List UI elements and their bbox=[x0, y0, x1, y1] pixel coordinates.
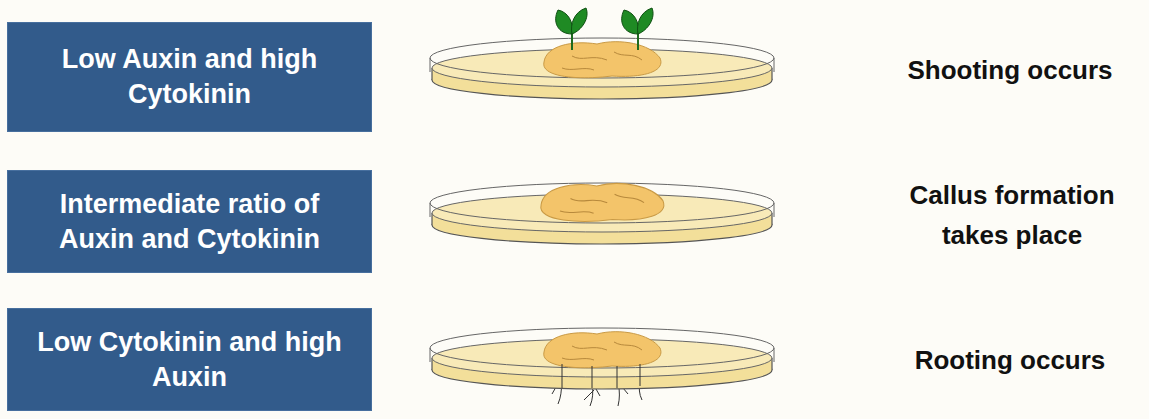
result-label: Callus formation takes place bbox=[909, 180, 1114, 250]
result-label: Shooting occurs bbox=[907, 55, 1112, 85]
callus bbox=[544, 42, 661, 78]
condition-text: Intermediate ratio of Auxin and Cytokini… bbox=[30, 187, 349, 256]
roots bbox=[562, 364, 640, 388]
condition-box: Low Cytokinin and high Auxin bbox=[7, 308, 372, 411]
condition-text: Low Cytokinin and high Auxin bbox=[30, 325, 349, 394]
result-label-box: Rooting occurs bbox=[879, 340, 1141, 380]
result-label-box: Shooting occurs bbox=[879, 50, 1141, 90]
condition-box: Low Auxin and high Cytokinin bbox=[7, 22, 372, 132]
condition-text: Low Auxin and high Cytokinin bbox=[30, 42, 349, 111]
result-label: Rooting occurs bbox=[915, 345, 1106, 375]
petri-dish bbox=[430, 38, 774, 99]
result-label-box: Callus formation takes place bbox=[881, 175, 1143, 256]
petri-dish bbox=[430, 183, 774, 244]
callus bbox=[541, 183, 664, 221]
callus-dish bbox=[430, 183, 774, 244]
condition-box: Intermediate ratio of Auxin and Cytokini… bbox=[7, 170, 372, 273]
petri-dish bbox=[430, 328, 774, 389]
root-dish bbox=[430, 328, 774, 406]
shoot bbox=[556, 8, 587, 50]
callus bbox=[544, 332, 661, 368]
shoot-dish bbox=[430, 8, 774, 99]
shoot bbox=[622, 8, 653, 50]
